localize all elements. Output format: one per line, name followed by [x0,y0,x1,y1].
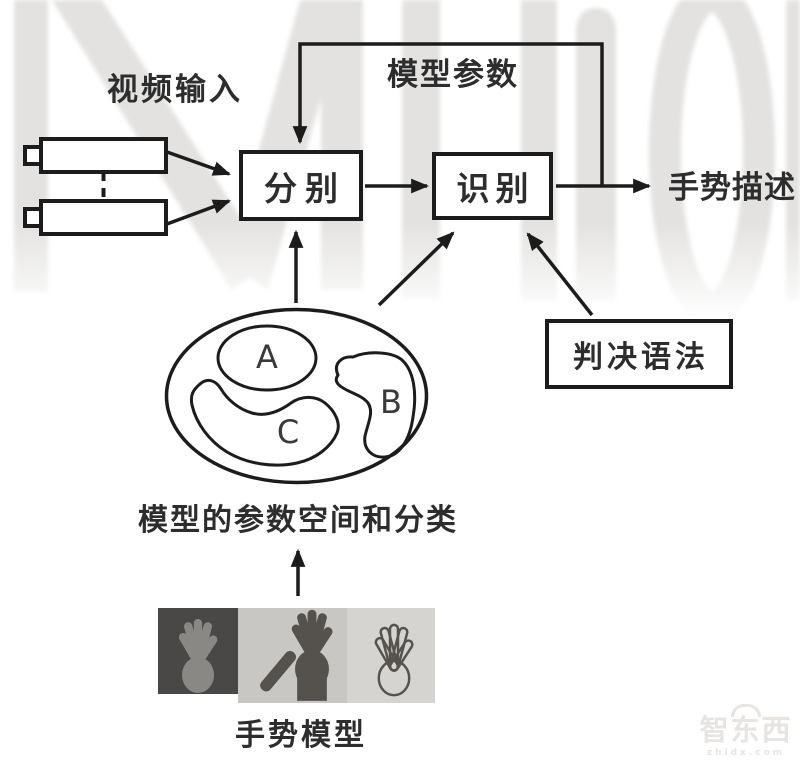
segmentation-box-label: 分别 [264,168,346,208]
hand-gray-icon [260,609,335,701]
region-b-shape [334,351,417,459]
arrow-camera2-to-segmentation [166,199,231,226]
decision-grammar-box: 判决语法 [545,319,733,389]
gesture-model-caption: 手势模型 [235,718,367,753]
brand-name: 智东西 [699,713,793,747]
brand-watermark: 智东西 zhidx.com [690,704,800,758]
region-c-shape [189,378,340,467]
camera-top-icon [23,137,168,174]
brand-logo-arc-icon [731,704,761,717]
segmentation-box: 分别 [239,150,363,221]
feedback-loop-model-params [292,42,604,186]
gesture-model-image-strip [158,608,435,703]
recognition-box: 识别 [432,152,553,220]
decision-grammar-box-label: 判决语法 [573,340,709,375]
gesture-description-label: 手势描述 [668,170,796,206]
camera-bottom-icon [23,199,168,236]
model-params-label: 模型参数 [387,57,519,93]
parameter-space-ellipse [164,307,429,485]
arrow-camera1-to-segmentation [166,150,231,176]
region-a-shape [216,324,318,392]
region-b-label: B [380,383,402,421]
region-c-label: C [276,413,300,451]
recognition-box-label: 识别 [456,169,535,208]
parameter-space-caption: 模型的参数空间和分类 [138,503,458,538]
region-a-label: A [256,338,278,376]
brand-domain: zhidx.com [706,747,786,758]
arrow-grammar-to-recognition [526,232,594,317]
arrow-paramspace-to-recognition [377,231,455,307]
video-input-label: 视频输入 [107,72,243,108]
parameter-space-outline [164,307,429,485]
